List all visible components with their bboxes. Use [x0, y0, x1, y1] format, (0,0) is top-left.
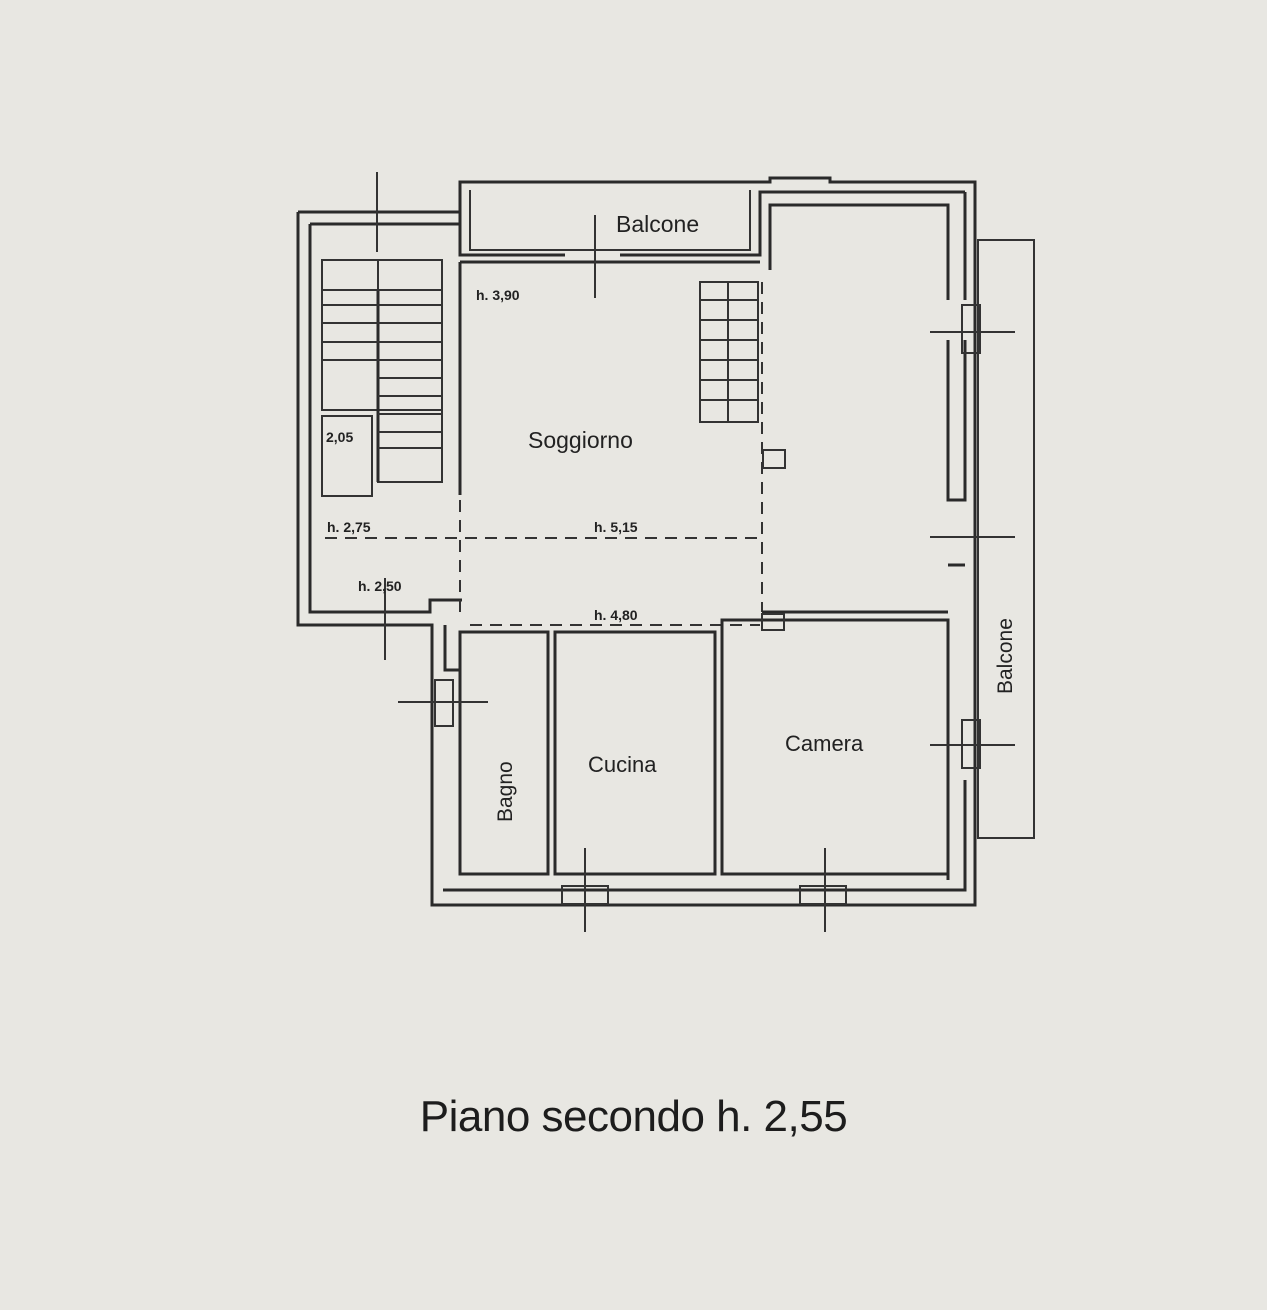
window-marks — [376, 172, 1015, 932]
stairs-left — [321, 259, 443, 497]
outer-walls — [296, 176, 977, 907]
height-label-390: h. 3,90 — [476, 287, 520, 303]
room-label-soggiorno: Soggiorno — [528, 427, 633, 453]
height-label-275: h. 2,75 — [327, 519, 371, 535]
room-label-cucina: Cucina — [588, 752, 657, 777]
height-label-205: 2,05 — [326, 429, 353, 445]
bagno-outline — [458, 630, 550, 876]
cucina-outline — [553, 630, 717, 876]
room-label-bagno: Bagno — [494, 761, 517, 822]
floor-caption: Piano secondo h. 2,55 — [419, 1092, 848, 1141]
height-label-515: h. 5,15 — [594, 519, 638, 535]
room-label-camera: Camera — [785, 731, 864, 756]
stairs-inner — [699, 281, 786, 469]
room-label-balcone-right: Balcone — [994, 618, 1017, 694]
balcone-right-outline — [977, 239, 1035, 839]
room-label-balcone-top: Balcone — [616, 211, 699, 237]
height-label-480: h. 4,80 — [594, 607, 638, 623]
height-label-250: h. 2,50 — [358, 578, 402, 594]
camera-outline — [720, 618, 950, 876]
